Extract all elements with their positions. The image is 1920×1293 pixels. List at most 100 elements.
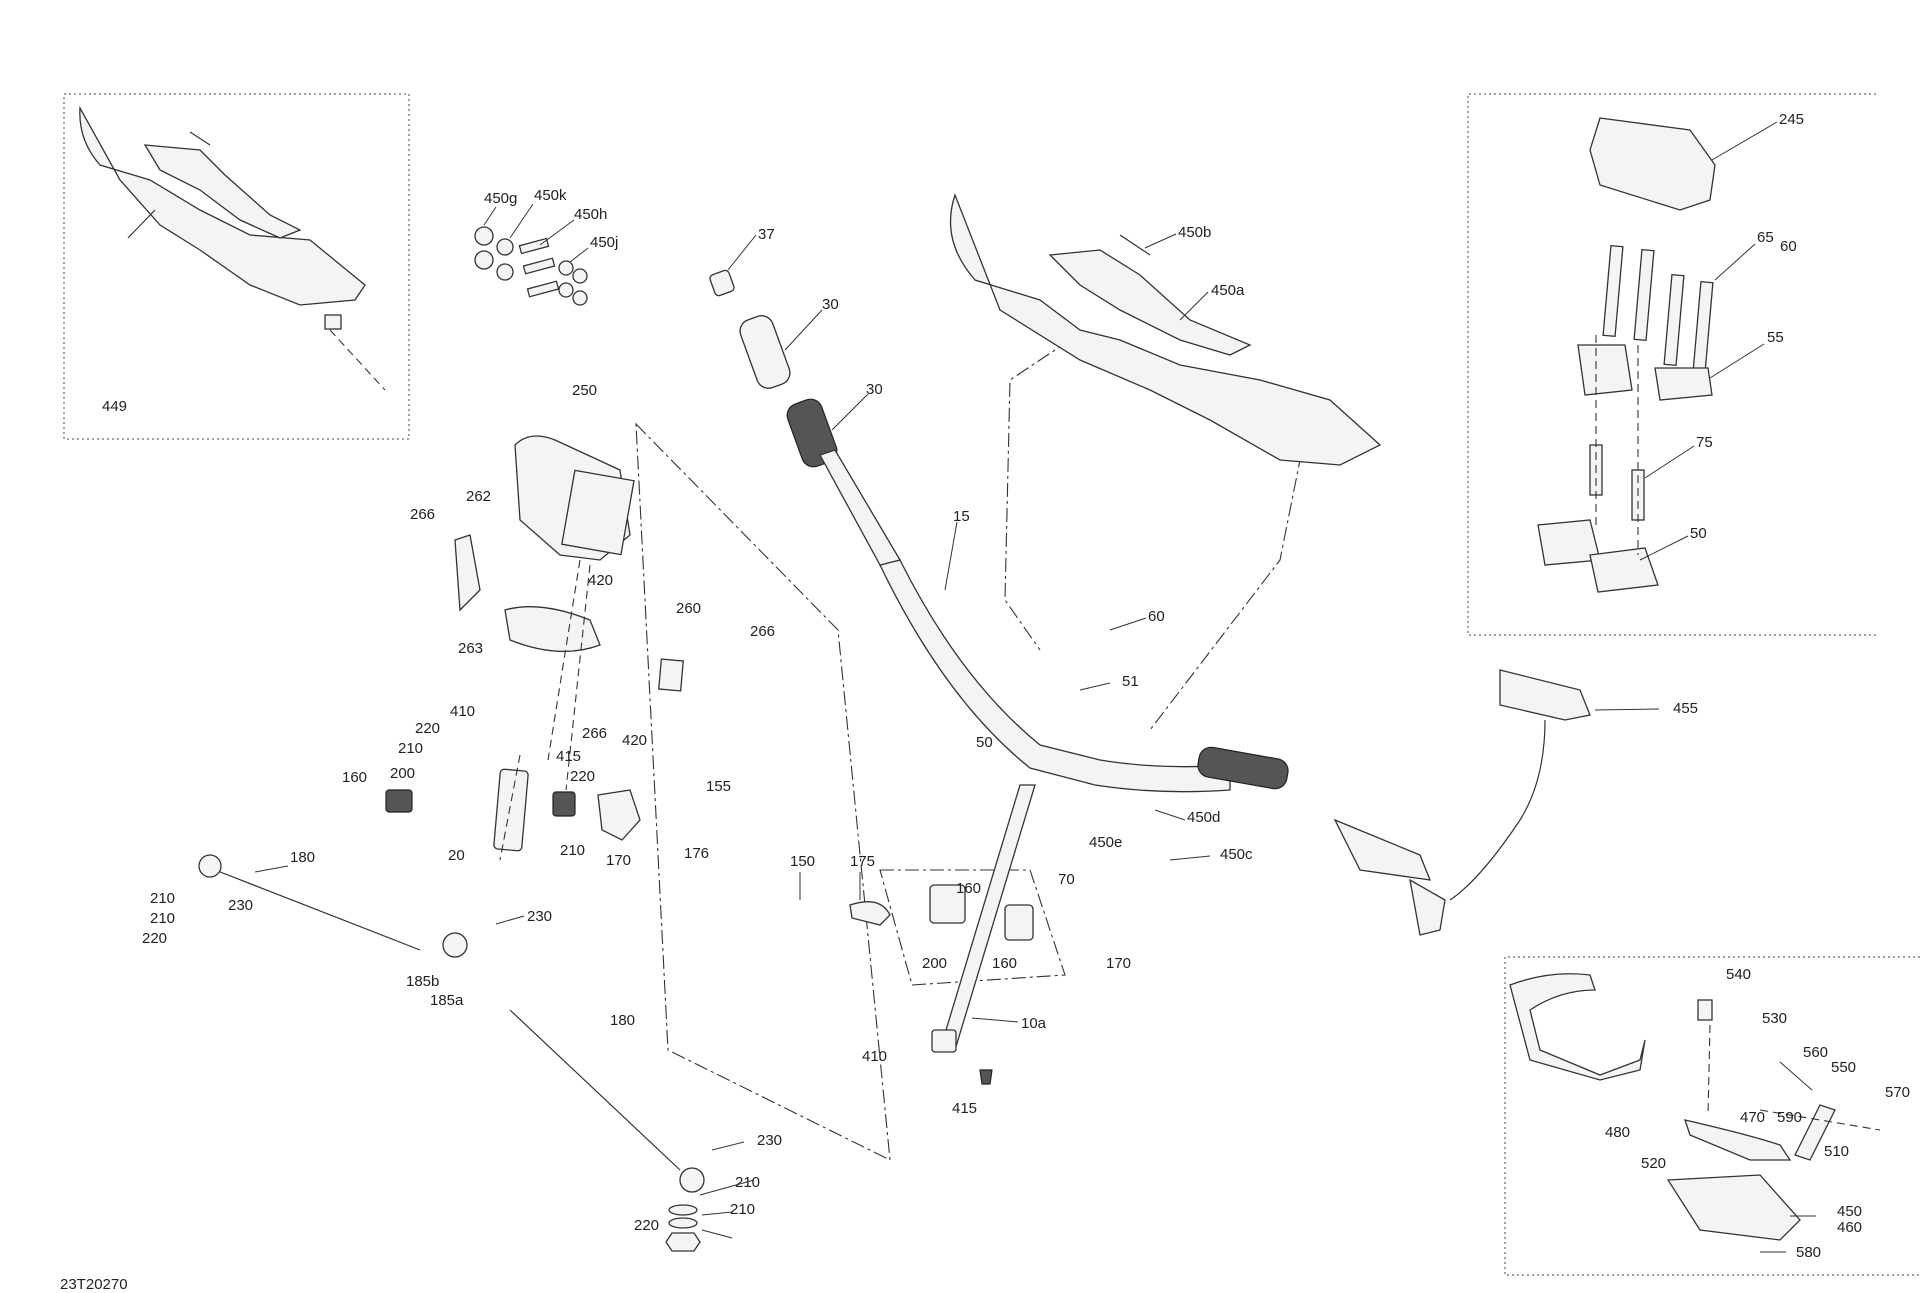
- handguard-main-drawing: [949, 193, 1382, 466]
- label-420a: 420: [588, 572, 613, 589]
- label-220c: 220: [142, 930, 167, 947]
- label-410b: 410: [862, 1048, 887, 1065]
- label-50: 50: [976, 734, 993, 751]
- label-75: 75: [1696, 434, 1713, 451]
- label-455: 455: [1673, 700, 1698, 717]
- steering-shaft-drawing: [849, 784, 1036, 1085]
- label-210c: 210: [150, 890, 175, 907]
- grip-parts-drawing: [709, 269, 838, 468]
- label-262: 262: [466, 488, 491, 505]
- label-550: 550: [1831, 1059, 1856, 1076]
- handguard-to-bar-outline: [1004, 339, 1071, 651]
- shock-kit-outline: [879, 869, 1066, 986]
- label-210b: 210: [560, 842, 585, 859]
- handguard-to-bar-outline-2: [1149, 419, 1301, 731]
- label-410a: 410: [450, 703, 475, 720]
- label-55: 55: [1767, 329, 1784, 346]
- label-250: 250: [572, 382, 597, 399]
- label-176: 176: [684, 845, 709, 862]
- label-450h: 450h: [574, 206, 607, 223]
- label-70: 70: [1058, 871, 1075, 888]
- label-170a: 170: [606, 852, 631, 869]
- label-460: 460: [1837, 1219, 1862, 1236]
- label-160a: 160: [342, 769, 367, 786]
- label-60: 60: [1148, 608, 1165, 625]
- label-160c: 160: [992, 955, 1017, 972]
- label-185b: 185b: [406, 973, 439, 990]
- riser-kit-drawing: [1537, 117, 1716, 593]
- label-15: 15: [953, 508, 970, 525]
- label-210d: 210: [150, 910, 175, 927]
- label-220d: 220: [634, 1217, 659, 1234]
- label-150: 150: [790, 853, 815, 870]
- drawing-number: 23T20270: [60, 1276, 128, 1293]
- label-450d: 450d: [1187, 809, 1220, 826]
- label-20: 20: [448, 847, 465, 864]
- label-415a: 415: [556, 748, 581, 765]
- label-450e: 450e: [1089, 834, 1122, 851]
- label-450c: 450c: [1220, 846, 1253, 863]
- label-245: 245: [1779, 111, 1804, 128]
- inset-box-handguard-kit: [1504, 956, 1920, 1276]
- label-175: 175: [850, 853, 875, 870]
- tie-rods-drawing: [198, 854, 705, 1252]
- label-51: 51: [1122, 673, 1139, 690]
- label-450b: 450b: [1178, 224, 1211, 241]
- label-263: 263: [458, 640, 483, 657]
- label-530: 530: [1762, 1010, 1787, 1027]
- label-260: 260: [676, 600, 701, 617]
- label-220b: 220: [570, 768, 595, 785]
- label-230a: 230: [228, 897, 253, 914]
- label-50r: 50: [1690, 525, 1707, 542]
- label-570: 570: [1885, 1084, 1910, 1101]
- label-449: 449: [102, 398, 127, 415]
- leader-lines: [254, 121, 1816, 1253]
- label-160b: 160: [956, 880, 981, 897]
- label-155: 155: [706, 778, 731, 795]
- steering-gear-drawing: [454, 435, 684, 791]
- label-220a: 220: [415, 720, 440, 737]
- label-37: 37: [758, 226, 775, 243]
- label-520: 520: [1641, 1155, 1666, 1172]
- label-480: 480: [1605, 1124, 1630, 1141]
- label-540: 540: [1726, 966, 1751, 983]
- label-590: 590: [1777, 1109, 1802, 1126]
- label-30b: 30: [866, 381, 883, 398]
- handguard-449-drawing: [79, 105, 386, 391]
- label-210e: 210: [735, 1174, 760, 1191]
- label-266a: 266: [410, 506, 435, 523]
- label-580: 580: [1796, 1244, 1821, 1261]
- handlebar-drawing: [819, 449, 1289, 793]
- label-10a: 10a: [1021, 1015, 1047, 1032]
- label-266c: 266: [582, 725, 607, 742]
- label-180b: 180: [610, 1012, 635, 1029]
- control-switch-455-drawing: [1333, 669, 1591, 936]
- label-470: 470: [1740, 1109, 1765, 1126]
- label-180a: 180: [290, 849, 315, 866]
- label-200a: 200: [390, 765, 415, 782]
- label-170b: 170: [1106, 955, 1131, 972]
- label-200b: 200: [922, 955, 947, 972]
- label-450: 450: [1837, 1203, 1862, 1220]
- hardware-450-group: [474, 226, 588, 306]
- label-60r: 60: [1780, 238, 1797, 255]
- label-210a: 210: [398, 740, 423, 757]
- label-420b: 420: [622, 732, 647, 749]
- label-450k: 450k: [534, 187, 567, 204]
- lower-column-parts-drawing: [385, 754, 641, 861]
- label-415b: 415: [952, 1100, 977, 1117]
- label-266b: 266: [750, 623, 775, 640]
- label-230c: 230: [757, 1132, 782, 1149]
- label-560: 560: [1803, 1044, 1828, 1061]
- label-30a: 30: [822, 296, 839, 313]
- label-185a: 185a: [430, 992, 464, 1009]
- label-230b: 230: [527, 908, 552, 925]
- label-450j: 450j: [590, 234, 618, 251]
- label-510: 510: [1824, 1143, 1849, 1160]
- steering-column-outline: [635, 422, 891, 1161]
- handguard-kit-drawing: [1509, 973, 1881, 1241]
- label-450a: 450a: [1211, 282, 1245, 299]
- label-210f: 210: [730, 1201, 755, 1218]
- label-450g: 450g: [484, 190, 517, 207]
